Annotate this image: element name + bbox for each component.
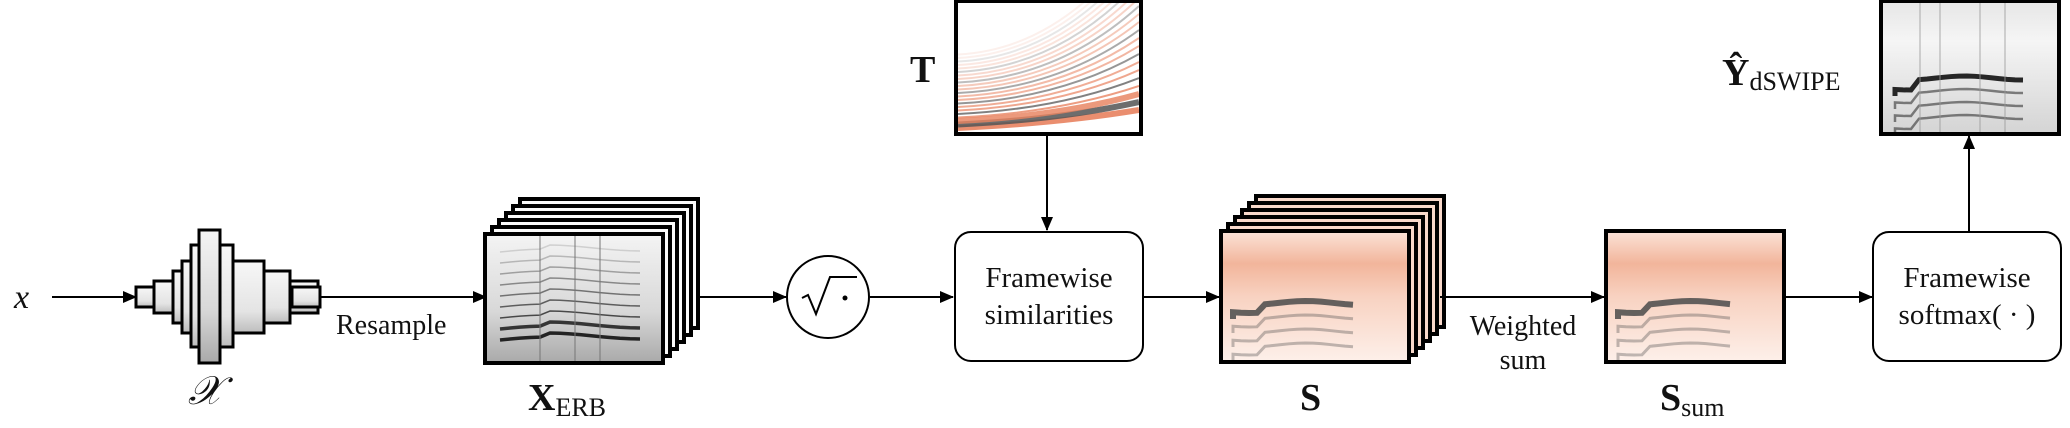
output-image [1892, 3, 2024, 132]
filterbank-band [197, 228, 222, 365]
similarity-harmonic-line [1616, 341, 1731, 360]
similarity-harmonic-line [1231, 341, 1354, 360]
output-label: ŶdSWIPE [1722, 52, 1840, 96]
sqrt-node [786, 255, 870, 339]
similarity-panel [1604, 229, 1786, 364]
output-harmonic-line [1893, 113, 2024, 132]
template-curve [958, 77, 1139, 115]
softmax-box [1872, 231, 2062, 362]
similarity-harmonic-line [1231, 327, 1354, 347]
template-curve [958, 53, 1139, 105]
template-curve [958, 37, 1139, 98]
similarity-harmonics [1230, 298, 1354, 360]
template-curve [958, 3, 1120, 73]
softmax-box-line1: Framewise [1903, 262, 2030, 294]
template-curve [958, 29, 1139, 94]
template-curve [958, 3, 1105, 66]
similarity-harmonic-line [1615, 298, 1731, 319]
filterbank-band [290, 285, 322, 309]
similarities-box [954, 231, 1144, 362]
output-image-frame [1879, 0, 2061, 136]
weighted-sum-label-line2: sum [1500, 345, 1547, 376]
template-curve [958, 3, 1098, 63]
filterbank-label: 𝒳 [188, 368, 234, 413]
similarity-harmonic-line [1616, 313, 1731, 333]
template-curve [958, 91, 1139, 124]
similarity-harmonic-line [1616, 327, 1731, 347]
softmax-box-line2: softmax( · ) [1899, 299, 2036, 331]
template-curve [958, 3, 1085, 56]
template-curve [958, 45, 1139, 101]
template-curve [958, 69, 1139, 112]
similarity-harmonic-line [1231, 313, 1354, 333]
output-harmonic-line [1893, 100, 2024, 122]
similarity-panel [1219, 229, 1411, 364]
similarity-harmonics [1615, 298, 1731, 360]
xerb-label: XERB [528, 377, 606, 422]
xerb-stack [483, 197, 700, 365]
xerb-harmonic-line [499, 266, 641, 275]
template-curve [958, 61, 1139, 108]
filterbank-band [218, 243, 235, 349]
xerb-harmonic-line [499, 288, 641, 297]
weighted-sum-label-line1: Weighted [1470, 311, 1577, 342]
filterbank-stack [134, 228, 322, 365]
template-curve [958, 13, 1139, 87]
sqrt-icon [801, 276, 857, 317]
input-signal-label: x [13, 279, 29, 316]
template-curve [958, 85, 1139, 119]
xerb-harmonic-line [499, 320, 641, 331]
xerb-harmonic-line [499, 310, 641, 319]
sqrt-circle [786, 255, 870, 339]
template-curve [958, 21, 1139, 91]
similarity-stack-label: S [1300, 377, 1321, 419]
template-curve [958, 99, 1139, 128]
similarities-box-line2: similarities [985, 299, 1114, 331]
xerb-harmonic-line [499, 255, 641, 264]
xerb-harmonic-line [499, 277, 641, 286]
summed-similarity-label: Ssum [1660, 377, 1724, 422]
xerb-harmonic-line [499, 299, 641, 308]
template-curve [958, 3, 1127, 77]
template-curve [958, 3, 1136, 80]
template-curve [958, 107, 1139, 131]
output-harmonic-line [1892, 73, 2024, 96]
similarity-stack [1219, 194, 1446, 364]
templates-label: T [910, 49, 935, 91]
resample-label: Resample [336, 310, 446, 341]
summed-similarity-image [1604, 229, 1786, 364]
template-curve [958, 3, 1091, 59]
similarities-box-line1: Framewise [985, 262, 1112, 294]
xerb-harmonics [499, 236, 641, 361]
xerb-harmonic-line [499, 331, 641, 342]
templates-image [958, 3, 1139, 131]
filterbank-band [262, 269, 292, 325]
output-harmonic-line [1893, 87, 2024, 109]
template-curve [958, 3, 1112, 70]
xerb-harmonic-line [499, 244, 641, 253]
sqrt-argument-dot [842, 295, 848, 301]
template-curve [958, 5, 1139, 84]
similarity-harmonic-line [1230, 298, 1354, 319]
